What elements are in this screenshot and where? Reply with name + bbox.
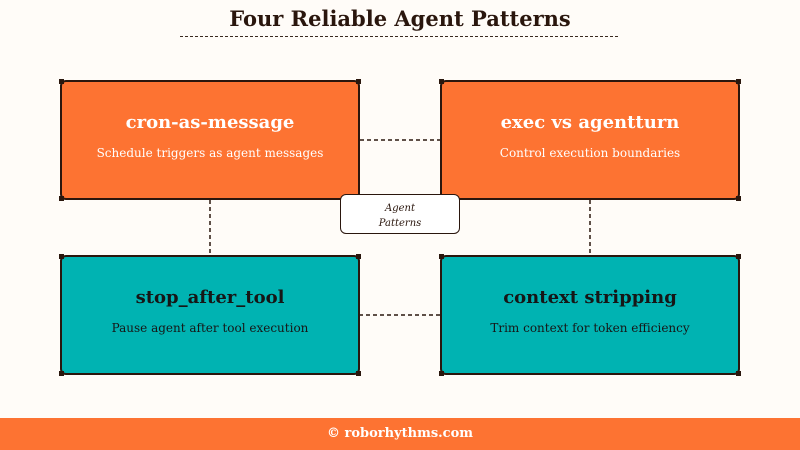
node-subtitle: Trim context for token efficiency xyxy=(490,321,690,335)
node-subtitle: Schedule triggers as agent messages xyxy=(96,146,324,160)
diagram-title: Four Reliable Agent Patterns xyxy=(229,6,571,31)
node-title: cron-as-message xyxy=(125,112,295,133)
node-title: stop_after_tool xyxy=(135,287,285,308)
node-title: exec vs agentturn xyxy=(500,112,680,133)
footer-credit[interactable]: © roborhythms.com xyxy=(326,426,474,441)
node-subtitle: Control execution boundaries xyxy=(499,146,681,160)
footer-bar: © roborhythms.com xyxy=(0,418,800,450)
title-divider xyxy=(180,36,618,37)
center-label-line1: Agent xyxy=(385,203,415,214)
node-subtitle: Pause agent after tool execution xyxy=(111,321,309,335)
center-label: Agent Patterns xyxy=(340,194,460,234)
node-title: context stripping xyxy=(503,287,677,308)
node-cron-as-message: cron-as-message Schedule triggers as age… xyxy=(59,79,361,201)
node-stop-after-tool: stop_after_tool Pause agent after tool e… xyxy=(59,254,361,376)
center-label-line2: Patterns xyxy=(378,218,422,229)
node-exec-vs-agentturn: exec vs agentturn Control execution boun… xyxy=(439,79,741,201)
node-context-stripping: context stripping Trim context for token… xyxy=(439,254,741,376)
